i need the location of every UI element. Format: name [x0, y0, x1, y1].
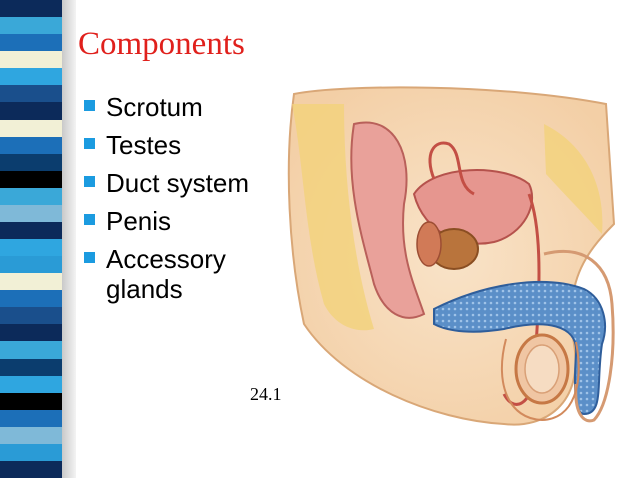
list-item-label: Scrotum: [106, 92, 203, 122]
list-item: Accessory glands: [84, 244, 284, 304]
stripe-block: [0, 273, 62, 291]
stripe-block: [0, 375, 62, 394]
square-bullet-icon: [84, 214, 95, 225]
figure-caption: 24.1: [250, 384, 282, 404]
stripe-block: [0, 290, 62, 308]
bullet-list: Scrotum Testes Duct system Penis Accesso…: [84, 92, 284, 312]
list-item-label: Testes: [106, 130, 182, 160]
stripe-block: [0, 17, 62, 35]
square-bullet-icon: [84, 138, 95, 149]
stripe-block: [0, 187, 62, 206]
stripe-block: [0, 119, 62, 138]
list-item: Testes: [84, 130, 284, 160]
stripe-block: [0, 392, 62, 411]
anatomy-illustration-icon: [287, 86, 616, 426]
list-item-label: Penis: [106, 206, 172, 236]
stripe-block: [0, 221, 62, 240]
stripe-block: [0, 239, 62, 257]
list-item-label: Accessory glands: [106, 244, 226, 304]
stripe-block: [0, 307, 62, 325]
stripe-block: [0, 204, 62, 223]
list-item: Duct system: [84, 168, 284, 198]
list-item: Scrotum: [84, 92, 284, 122]
list-item-label: Duct system: [106, 168, 250, 198]
stripe-block: [0, 51, 62, 69]
stripe-block: [0, 324, 62, 342]
stripe-block: [0, 256, 62, 274]
stripe-shadow: [62, 0, 76, 478]
slide-title: Components: [78, 26, 245, 62]
stripe-block: [0, 68, 62, 86]
stripe-block: [0, 460, 62, 478]
list-item: Penis: [84, 206, 284, 236]
stripe-block: [0, 153, 62, 172]
square-bullet-icon: [84, 252, 95, 263]
stripe-block: [0, 170, 62, 189]
decorative-stripe: [0, 0, 76, 478]
stripe-block: [0, 341, 62, 359]
stripe-block: [0, 426, 62, 445]
square-bullet-icon: [84, 100, 95, 111]
stripe-block: [0, 136, 62, 155]
stripe-block: [0, 443, 62, 462]
stripe-block: [0, 34, 62, 52]
stripe-block: [0, 0, 62, 18]
stripe-block: [0, 409, 62, 428]
square-bullet-icon: [84, 176, 95, 187]
stripe-block: [0, 358, 62, 377]
stripe-block: [0, 102, 62, 120]
stripe-block: [0, 85, 62, 103]
